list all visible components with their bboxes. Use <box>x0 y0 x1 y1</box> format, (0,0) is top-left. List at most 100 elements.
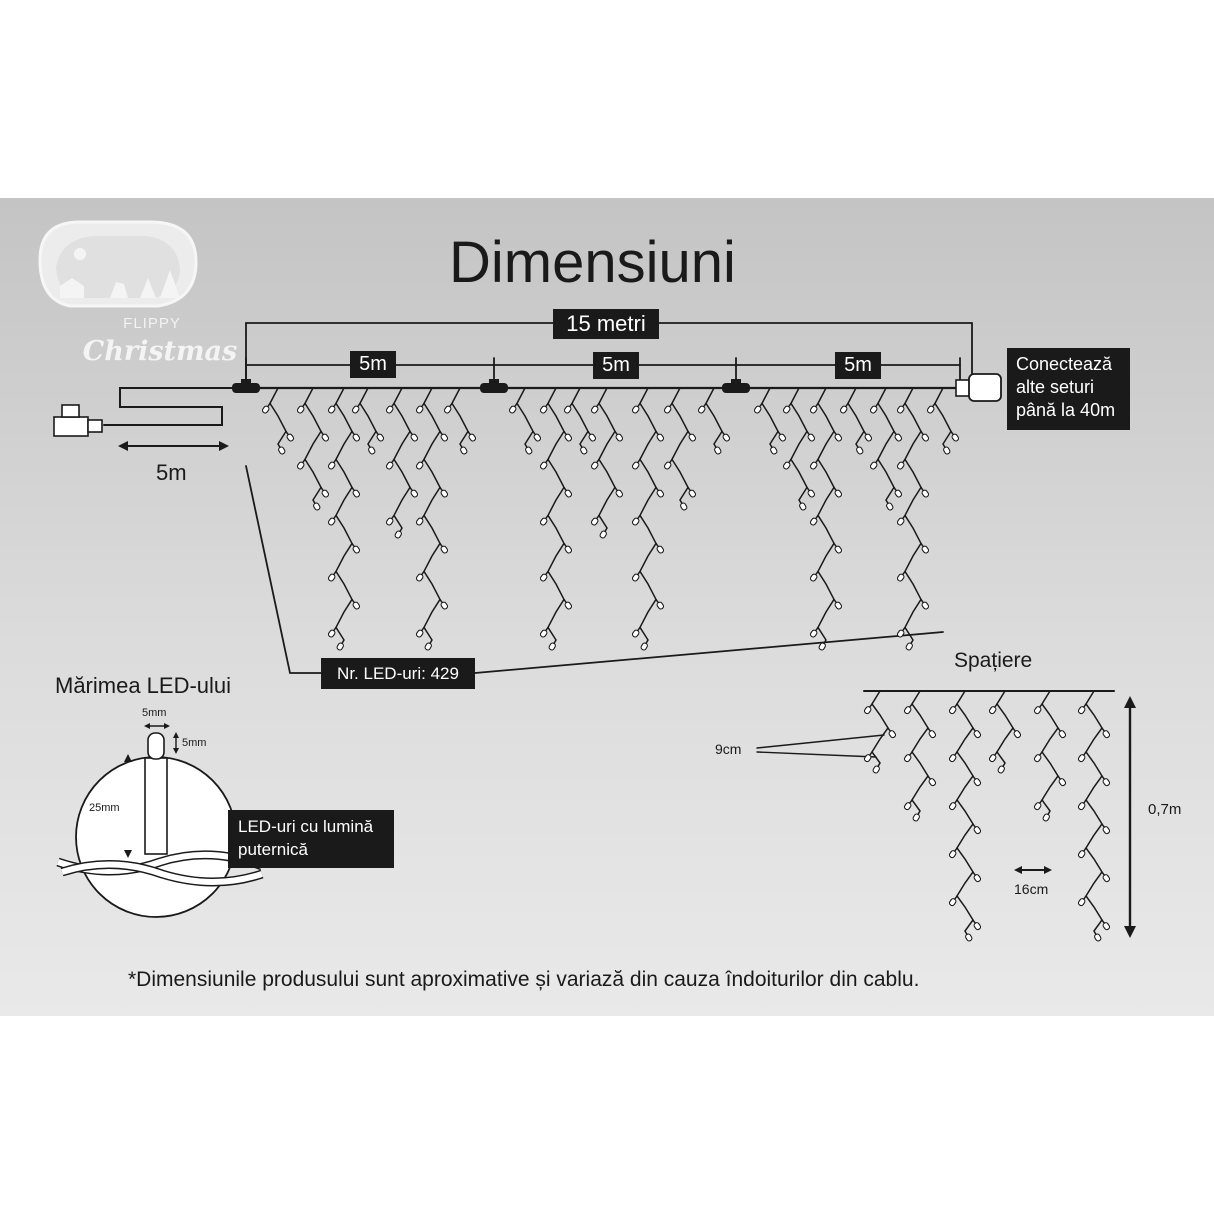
led-bulb <box>809 514 819 526</box>
spacing-vertical-pointer-2 <box>756 751 877 758</box>
led-bulb <box>508 402 518 414</box>
led-cap <box>631 461 640 470</box>
led-bulb <box>972 727 982 739</box>
led-cap <box>948 850 957 859</box>
led-cap <box>926 405 935 414</box>
led-bulb <box>839 402 849 414</box>
led-type-line-1: LED-uri cu lumină <box>238 817 374 836</box>
led-cap <box>782 461 791 470</box>
led-cap <box>440 433 449 442</box>
led-cap <box>912 813 920 822</box>
led-cap <box>905 642 913 651</box>
led-bulb <box>631 402 641 414</box>
led-bulb <box>327 570 337 582</box>
icicle-drop <box>761 387 779 445</box>
led-bulb <box>1033 751 1043 763</box>
icicle-drop <box>598 387 616 529</box>
led-bulb <box>809 626 819 638</box>
led-cap <box>1013 730 1022 739</box>
led-bulb <box>972 775 982 787</box>
led-cap <box>1058 778 1067 787</box>
page-title: Dimensiuni <box>449 230 736 295</box>
led-bulb <box>415 570 425 582</box>
led-bulb <box>855 443 864 455</box>
led-cap <box>948 802 957 811</box>
led-bulb <box>896 402 906 414</box>
led-bulb <box>1077 703 1087 715</box>
led-cap <box>313 502 321 511</box>
led-bulb <box>1101 775 1111 787</box>
lead-cable <box>103 387 247 426</box>
led-cap <box>921 545 930 554</box>
led-bulb <box>806 430 816 442</box>
led-bulb <box>351 542 361 554</box>
arrow-right <box>1044 866 1052 874</box>
led-cap <box>896 517 905 526</box>
led-cap <box>886 502 894 511</box>
led-cap <box>352 545 361 554</box>
led-bulb <box>905 639 914 651</box>
led-cap <box>321 433 330 442</box>
icicle-drop <box>904 387 922 641</box>
led-bulb <box>563 430 573 442</box>
led-bulb <box>415 458 425 470</box>
led-bulb <box>599 527 608 539</box>
icicle-drop <box>671 387 689 501</box>
led-cap <box>948 754 957 763</box>
led-bulb <box>367 443 376 455</box>
led-cap <box>564 545 573 554</box>
led-cap <box>656 433 665 442</box>
led-bulb <box>972 871 982 883</box>
led-count-pointer-right <box>474 631 944 674</box>
led-bulb <box>277 443 286 455</box>
led-bulb <box>833 542 843 554</box>
led-cap <box>809 629 818 638</box>
led-cap <box>903 706 912 715</box>
led-bulb <box>903 703 913 715</box>
led-bulb <box>590 458 600 470</box>
led-cap <box>539 405 548 414</box>
led-cap <box>468 433 477 442</box>
led-cap <box>896 405 905 414</box>
icicle-drop <box>335 387 353 641</box>
led-bulb <box>327 458 337 470</box>
arrow-up <box>173 732 179 738</box>
led-cap <box>894 489 903 498</box>
led-cap <box>440 601 449 610</box>
led-cap <box>722 433 731 442</box>
led-cap <box>656 489 665 498</box>
led-bulb <box>336 639 345 651</box>
led-bulb <box>655 542 665 554</box>
icicle-drop <box>359 387 377 445</box>
led-bulb <box>1093 930 1102 942</box>
led-bulb <box>950 430 960 442</box>
led-cap <box>588 433 597 442</box>
led-cap <box>590 517 599 526</box>
led-bulb <box>920 598 930 610</box>
led-bulb <box>655 598 665 610</box>
led-bulb <box>424 639 433 651</box>
led-cap <box>548 642 556 651</box>
led-cap <box>988 754 997 763</box>
led-cap <box>753 405 762 414</box>
led-cap <box>856 446 864 455</box>
led-bulb <box>394 527 403 539</box>
led-bulb <box>948 703 958 715</box>
led-bulb <box>590 402 600 414</box>
led-cap <box>799 502 807 511</box>
led-bulb <box>296 402 306 414</box>
led-bulb <box>920 486 930 498</box>
arrow-up <box>124 754 132 762</box>
led-bulb <box>320 430 330 442</box>
led-cap <box>834 433 843 442</box>
led-cap <box>839 405 848 414</box>
led-cap <box>778 433 787 442</box>
led-type-line-2: puternică <box>238 840 308 859</box>
led-bulb <box>385 402 395 414</box>
led-cap <box>539 629 548 638</box>
led-cap <box>410 433 419 442</box>
segment-label-2: 5m <box>593 352 639 379</box>
led-cap <box>394 530 402 539</box>
adapter-connector <box>87 419 103 433</box>
led-cap <box>321 489 330 498</box>
